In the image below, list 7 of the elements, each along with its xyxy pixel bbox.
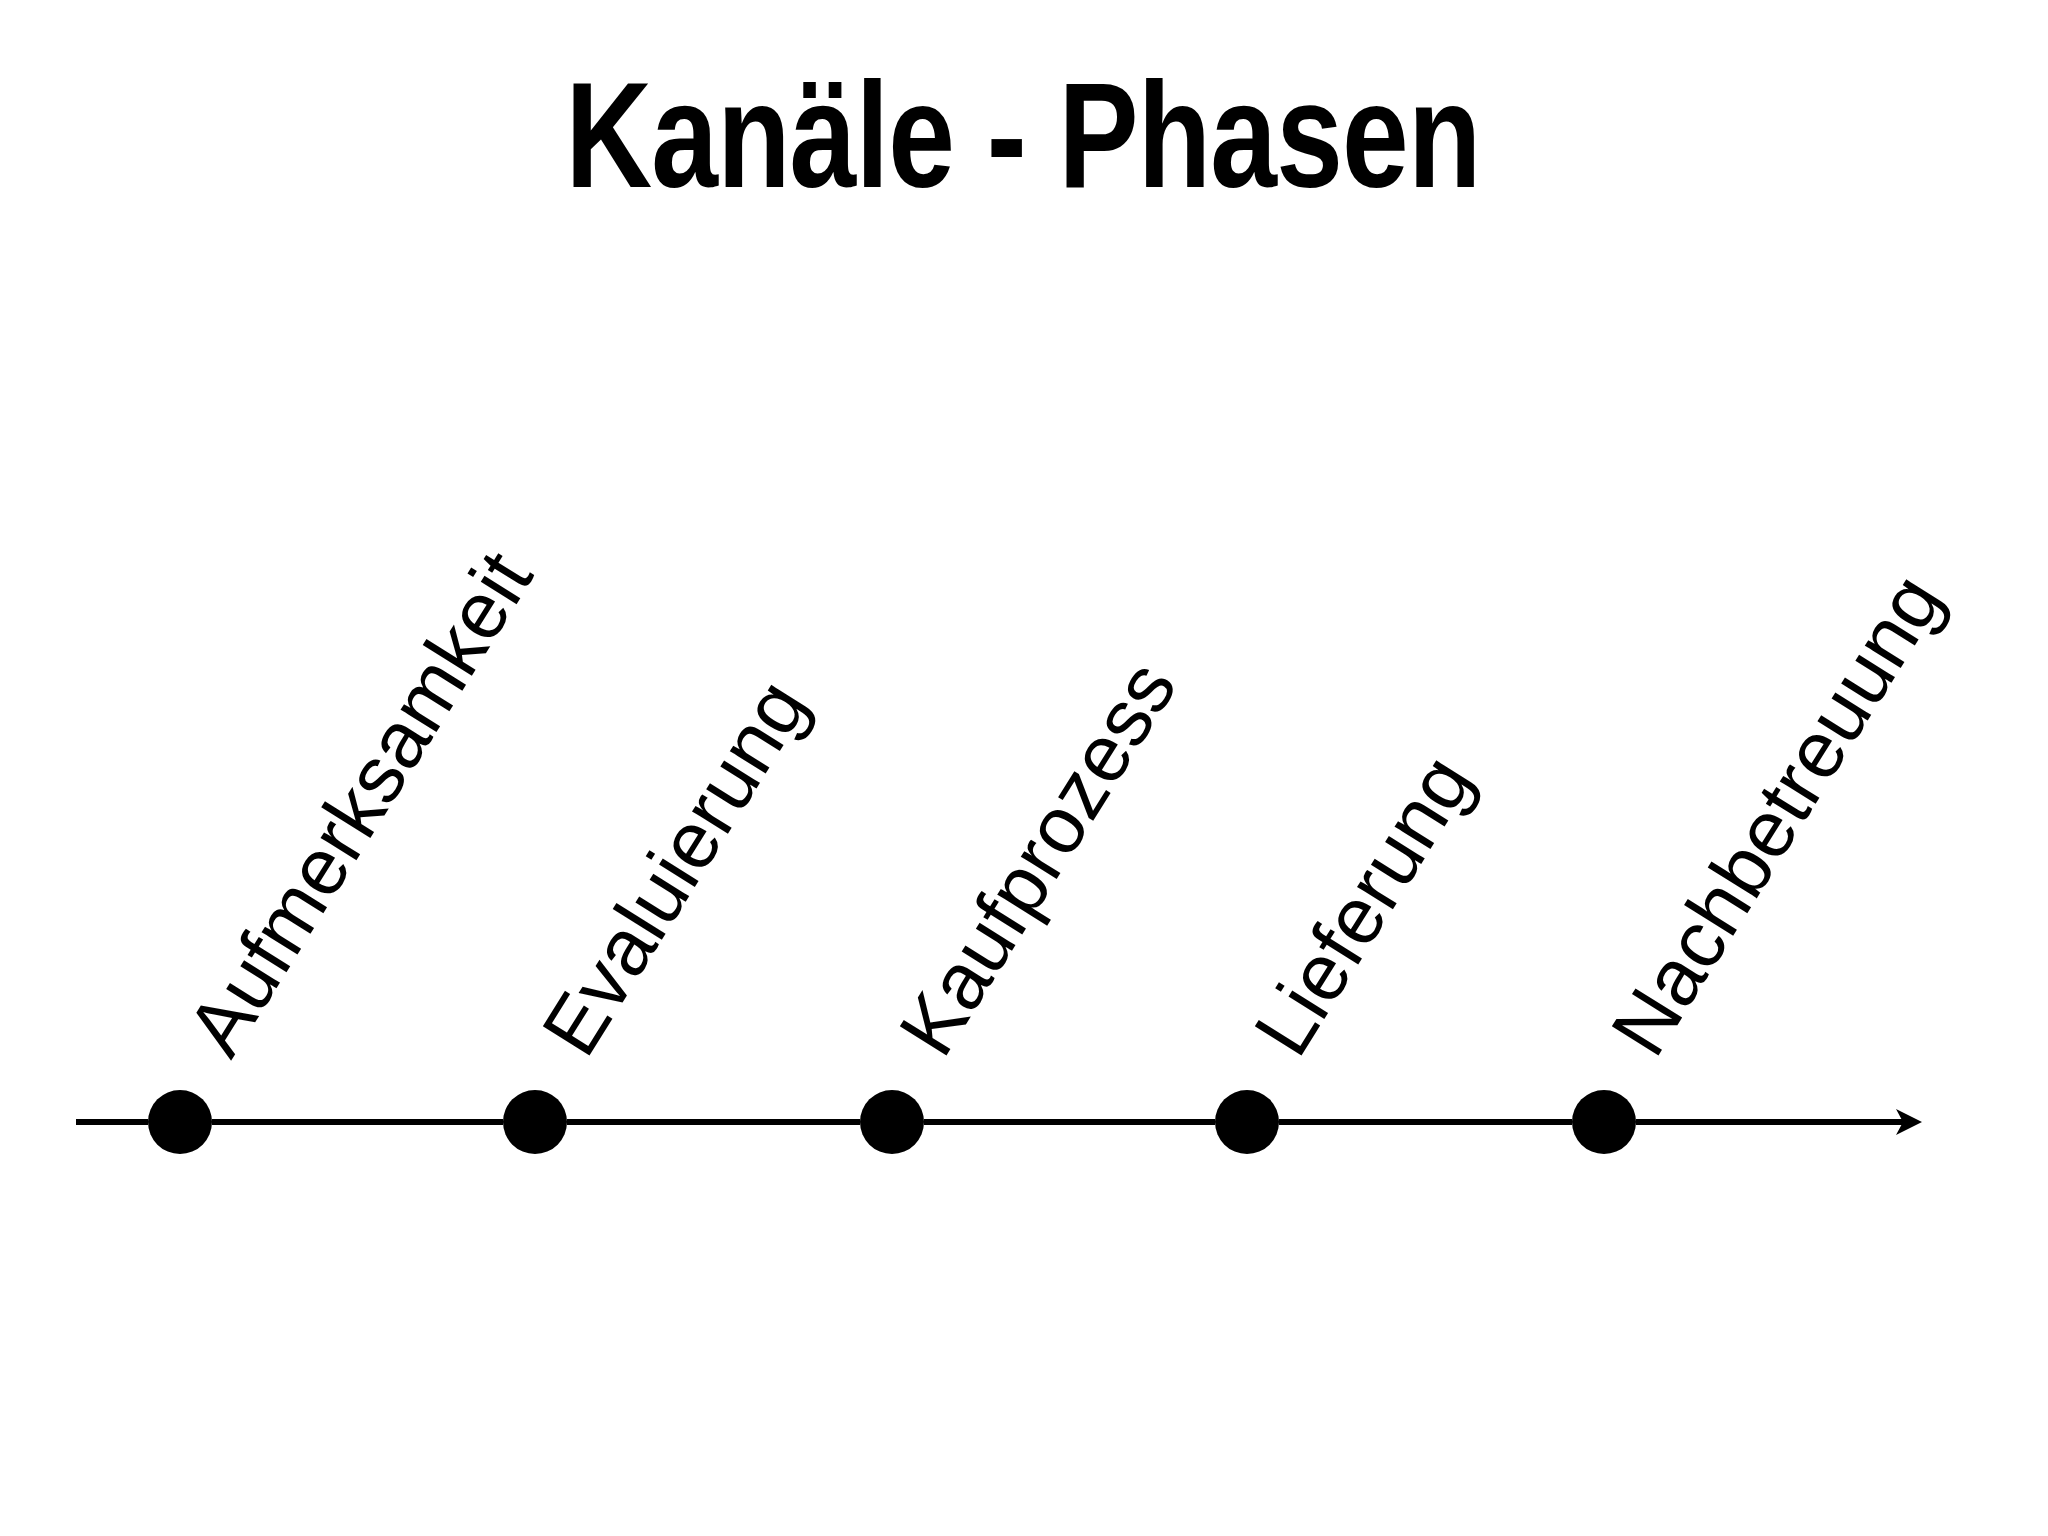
timeline-line xyxy=(212,1119,503,1125)
timeline-line xyxy=(567,1119,860,1125)
title: Kanäle - Phasen xyxy=(565,60,1481,210)
timeline-line xyxy=(76,1119,148,1125)
arrow xyxy=(1636,1109,1922,1135)
timeline-line xyxy=(1279,1119,1572,1125)
timeline-line xyxy=(924,1119,1215,1125)
